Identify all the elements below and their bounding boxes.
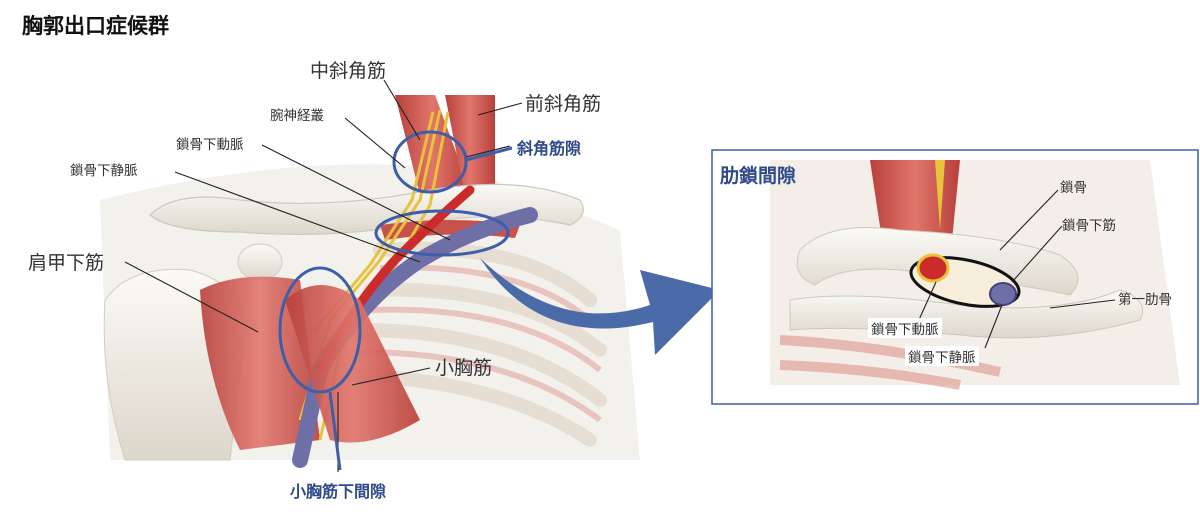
label-subclavian-vein: 鎖骨下静脈 xyxy=(70,163,138,179)
inset-label-clavicle: 鎖骨 xyxy=(1060,180,1087,196)
label-brachial-plexus: 腕神経叢 xyxy=(270,108,324,124)
inset-label-first-rib: 第一肋骨 xyxy=(1118,292,1172,308)
scalene-gap-ellipse xyxy=(392,130,468,194)
highlight-ellipses xyxy=(278,130,510,394)
label-scalene-gap: 斜角筋隙 xyxy=(517,139,582,158)
label-pectoralis-minor: 小胸筋 xyxy=(435,357,493,379)
page-title: 胸郭出口症候群 xyxy=(22,14,169,38)
inset-title: 肋鎖間隙 xyxy=(720,165,797,187)
pointer-arrow xyxy=(480,258,720,355)
inset-illustration xyxy=(711,149,1199,405)
label-anterior-scalene: 前斜角筋 xyxy=(525,93,602,115)
inset-label-subclavian-artery: 鎖骨下動脈 xyxy=(868,318,942,338)
label-subclavian-artery: 鎖骨下動脈 xyxy=(176,137,244,153)
inset-label-subclavian-vein: 鎖骨下静脈 xyxy=(905,346,979,366)
ribs xyxy=(343,241,607,447)
pectoralis-minor-ellipse xyxy=(278,266,362,394)
label-subscapularis: 肩甲下筋 xyxy=(28,252,105,274)
label-middle-scalene: 中斜角筋 xyxy=(310,60,387,82)
label-pectoralis-minor-space: 小胸筋下間隙 xyxy=(290,482,387,501)
costoclavicular-ellipse xyxy=(374,209,510,257)
inset-label-subclavius: 鎖骨下筋 xyxy=(1062,218,1116,234)
main-illustration xyxy=(100,79,640,472)
leader-lines xyxy=(124,79,523,472)
